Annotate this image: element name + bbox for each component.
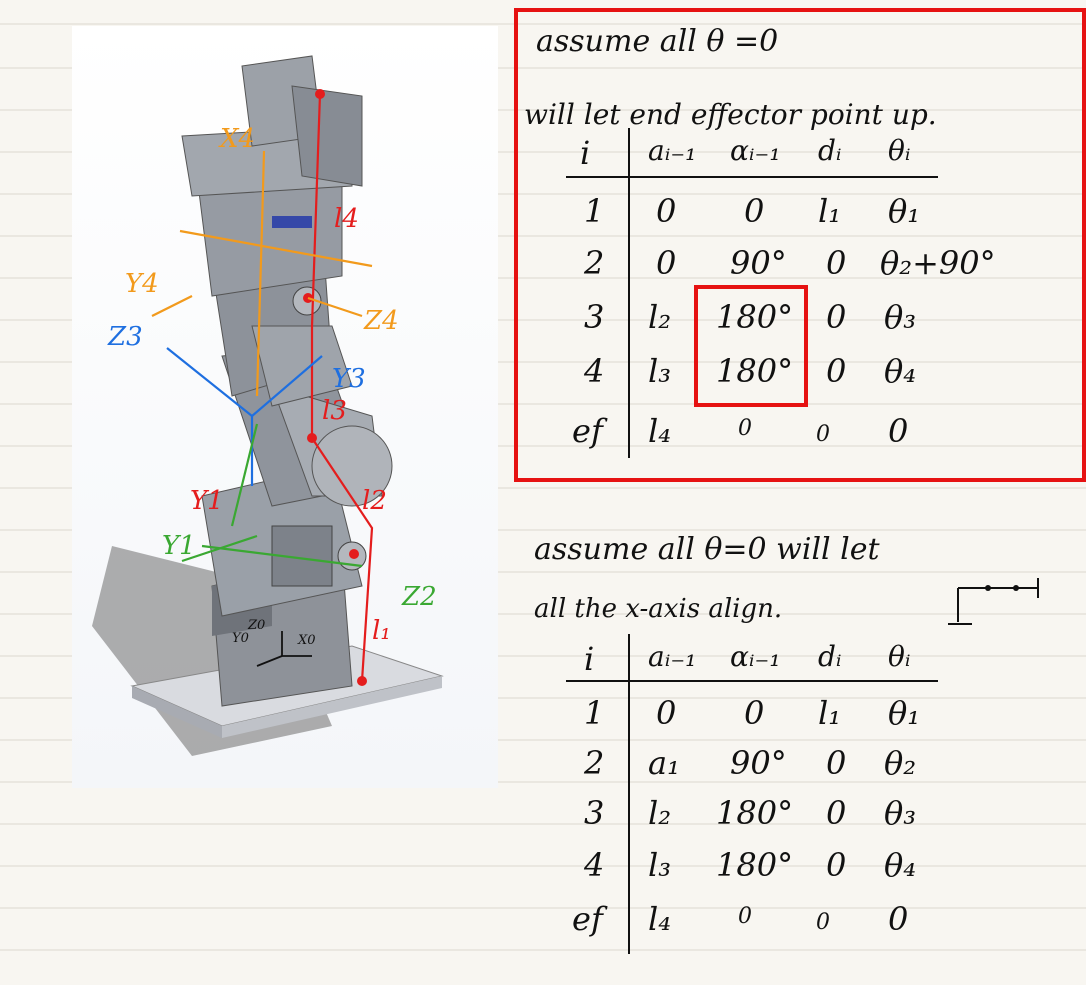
table1-r4-d: 0 (826, 352, 847, 390)
table1-caption-line2: will let end effector point up. (524, 98, 937, 131)
table2-r4-d: 0 (826, 846, 847, 884)
table2-r4-a: l₃ (648, 846, 672, 884)
axis-label-y3: Y3 (332, 364, 366, 394)
robot-arm-drawing (92, 55, 444, 756)
table1-r5-i: ef (572, 412, 603, 450)
table1-vertical-rule (628, 128, 630, 458)
table2-r5-i: ef (572, 900, 603, 938)
link-label-l3: l3 (322, 396, 347, 426)
robot-arm-image: X4 Y4 Z4 Z3 Y3 Y1 Y1 Z2 l₁ l2 l3 l4 Y0 Z… (72, 26, 498, 788)
axis-label-z0: Z0 (248, 618, 266, 633)
table2-header-theta: θᵢ (888, 640, 911, 673)
link-label-l4: l4 (334, 204, 359, 234)
axis-label-z2: Z2 (402, 582, 437, 612)
table1-header-d: dᵢ (818, 134, 842, 167)
table1-r2-i: 2 (584, 244, 605, 282)
axis-label-y0: Y0 (232, 631, 249, 646)
link-label-l2: l2 (362, 486, 387, 516)
table1-r1-i: 1 (584, 192, 605, 230)
aligned-arm-sketch-icon (948, 578, 1039, 625)
table2-r2-alpha: 90° (730, 744, 787, 782)
axis-label-z3: Z3 (108, 322, 143, 352)
table1-r3-theta: θ₃ (884, 298, 917, 336)
table2-r1-alpha: 0 (744, 694, 765, 732)
axis-label-y4: Y4 (125, 269, 159, 299)
table1-r3-a: l₂ (648, 298, 672, 336)
table1-r5-a: l₄ (648, 412, 672, 450)
table2-caption-line1: assume all θ=0 will let (534, 532, 880, 567)
axis-label-x0: X0 (298, 633, 316, 648)
table1-r4-a: l₃ (648, 352, 672, 390)
table2-header-a: aᵢ₋₁ (648, 640, 697, 673)
table2-r1-theta: θ₁ (888, 694, 921, 732)
table1-r1-theta: θ₁ (888, 192, 921, 230)
table1-r4-i: 4 (584, 352, 605, 390)
table2-header-alpha: αᵢ₋₁ (730, 640, 781, 673)
table2-r2-i: 2 (584, 744, 605, 782)
table1-header-a: aᵢ₋₁ (648, 134, 697, 167)
table2-vertical-rule (628, 634, 630, 954)
table1-header-alpha: αᵢ₋₁ (730, 134, 781, 167)
table1-r4-alpha: 180° (716, 352, 794, 390)
table1-r2-a: 0 (656, 244, 677, 282)
table2-r5-a: l₄ (648, 900, 672, 938)
table2-r2-theta: θ₂ (884, 744, 917, 782)
table2-r2-d: 0 (826, 744, 847, 782)
table1-r4-theta: θ₄ (884, 352, 917, 390)
table2-r3-i: 3 (584, 794, 605, 832)
table1-r5-d: 0 (816, 422, 830, 447)
table1-r3-d: 0 (826, 298, 847, 336)
table2-r1-d: l₁ (818, 694, 842, 732)
table1-header-theta: θᵢ (888, 134, 911, 167)
table2-r3-theta: θ₃ (884, 794, 917, 832)
table2-r3-a: l₂ (648, 794, 672, 832)
table2-r3-d: 0 (826, 794, 847, 832)
table1-r1-alpha: 0 (744, 192, 765, 230)
table1-caption-line1: assume all θ =0 (536, 24, 779, 59)
table2-r1-i: 1 (584, 694, 605, 732)
table2-r4-i: 4 (584, 846, 605, 884)
table2-caption-line2: all the x-axis align. (534, 594, 783, 624)
table1-r2-alpha: 90° (730, 244, 787, 282)
table2-header-d: dᵢ (818, 640, 842, 673)
table2-r5-theta: 0 (888, 900, 909, 938)
table1-r3-i: 3 (584, 298, 605, 336)
table1-r3-alpha: 180° (716, 298, 794, 336)
table1-header-i: i (580, 134, 591, 172)
table2-r3-alpha: 180° (716, 794, 794, 832)
table2-header-i: i (584, 640, 595, 678)
alpha-180-highlight-box (694, 285, 808, 407)
table1-r5-theta: 0 (888, 412, 909, 450)
table2-r5-alpha: 0 (738, 904, 752, 929)
table1-r2-theta: θ₂+90° (880, 244, 996, 282)
table1-highlight-box (514, 8, 1086, 482)
table2-r2-a: a₁ (648, 744, 680, 782)
link-label-l1: l₁ (372, 616, 391, 646)
table1-r1-a: 0 (656, 192, 677, 230)
table2-header-rule (566, 680, 938, 682)
table2-r4-alpha: 180° (716, 846, 794, 884)
axis-label-x4: X4 (220, 124, 256, 154)
axis-label-y1: Y1 (190, 486, 224, 516)
table2-r4-theta: θ₄ (884, 846, 917, 884)
table1-r2-d: 0 (826, 244, 847, 282)
table1-header-rule (566, 176, 938, 178)
axis-label-z4: Z4 (364, 306, 399, 336)
table2-r1-a: 0 (656, 694, 677, 732)
axis-label-y1-green: Y1 (162, 531, 196, 561)
table1-r5-alpha: 0 (738, 416, 752, 441)
table2-r5-d: 0 (816, 910, 830, 935)
table1-r1-d: l₁ (818, 192, 842, 230)
